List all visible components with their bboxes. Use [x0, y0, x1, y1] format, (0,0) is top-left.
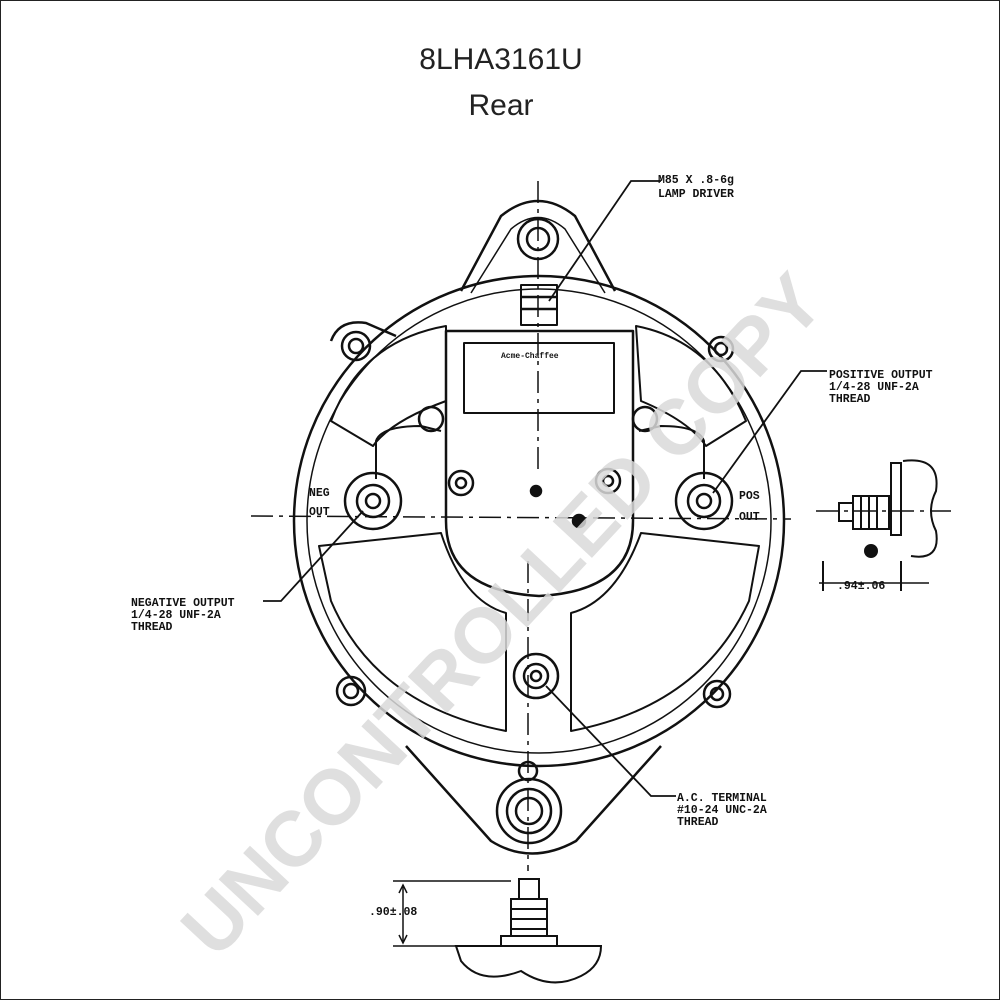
regulator-brand-label: Acme-Chaffee [501, 352, 559, 361]
lamp-driver-label-line2: LAMP DRIVER [658, 188, 734, 201]
alternator-housing [292, 274, 786, 768]
pos-label: POS [739, 490, 760, 503]
upper-screw-left [417, 405, 445, 433]
regulator-screw-left [447, 469, 475, 497]
bottom-dimension-label: .90±.08 [369, 906, 417, 919]
pos-out-label: OUT [739, 511, 760, 524]
negative-output-terminal [343, 471, 403, 531]
bottom-view-detail [393, 878, 603, 984]
page-title: 8LHA3161U [419, 43, 583, 76]
negative-output-label-line1: NEGATIVE OUTPUT [131, 597, 235, 610]
regulator-label-plate [463, 342, 615, 414]
regulator-body [444, 329, 635, 598]
uncontrolled-copy-watermark: UNCONTROLLED COPY [164, 257, 840, 973]
mount-bolt-bottom-right [702, 679, 732, 709]
positive-output-label-line1: POSITIVE OUTPUT [829, 369, 933, 382]
positive-output-label-line3: THREAD [829, 393, 871, 406]
mount-bolt-top-left [340, 330, 372, 362]
ac-terminal [512, 652, 560, 700]
upper-screw-right [631, 405, 659, 433]
negative-output-label-line3: THREAD [131, 621, 173, 634]
neg-out-label: OUT [309, 506, 330, 519]
negative-output-label-line2: 1/4-28 UNF-2A [131, 609, 221, 622]
ac-terminal-label-line3: THREAD [677, 816, 719, 829]
page-subtitle: Rear [468, 89, 534, 122]
mount-bolt-top-right [707, 335, 735, 363]
lamp-driver-terminal [520, 284, 558, 326]
ac-terminal-label-line2: #10-24 UNC-2A [677, 804, 767, 817]
positive-output-terminal [674, 471, 734, 531]
neg-label: NEG [309, 487, 330, 500]
regulator-screw-right [594, 467, 622, 495]
positive-output-label-line2: 1/4-28 UNF-2A [829, 381, 919, 394]
ac-terminal-label-line1: A.C. TERMINAL [677, 792, 767, 805]
lamp-driver-label-line1: M85 X .8-6g [658, 174, 734, 187]
bottom-mount-ear [405, 745, 662, 855]
side-view-detail [819, 459, 938, 591]
mount-bolt-bottom-left [335, 675, 367, 707]
side-dimension-label: .94±.06 [837, 580, 885, 593]
